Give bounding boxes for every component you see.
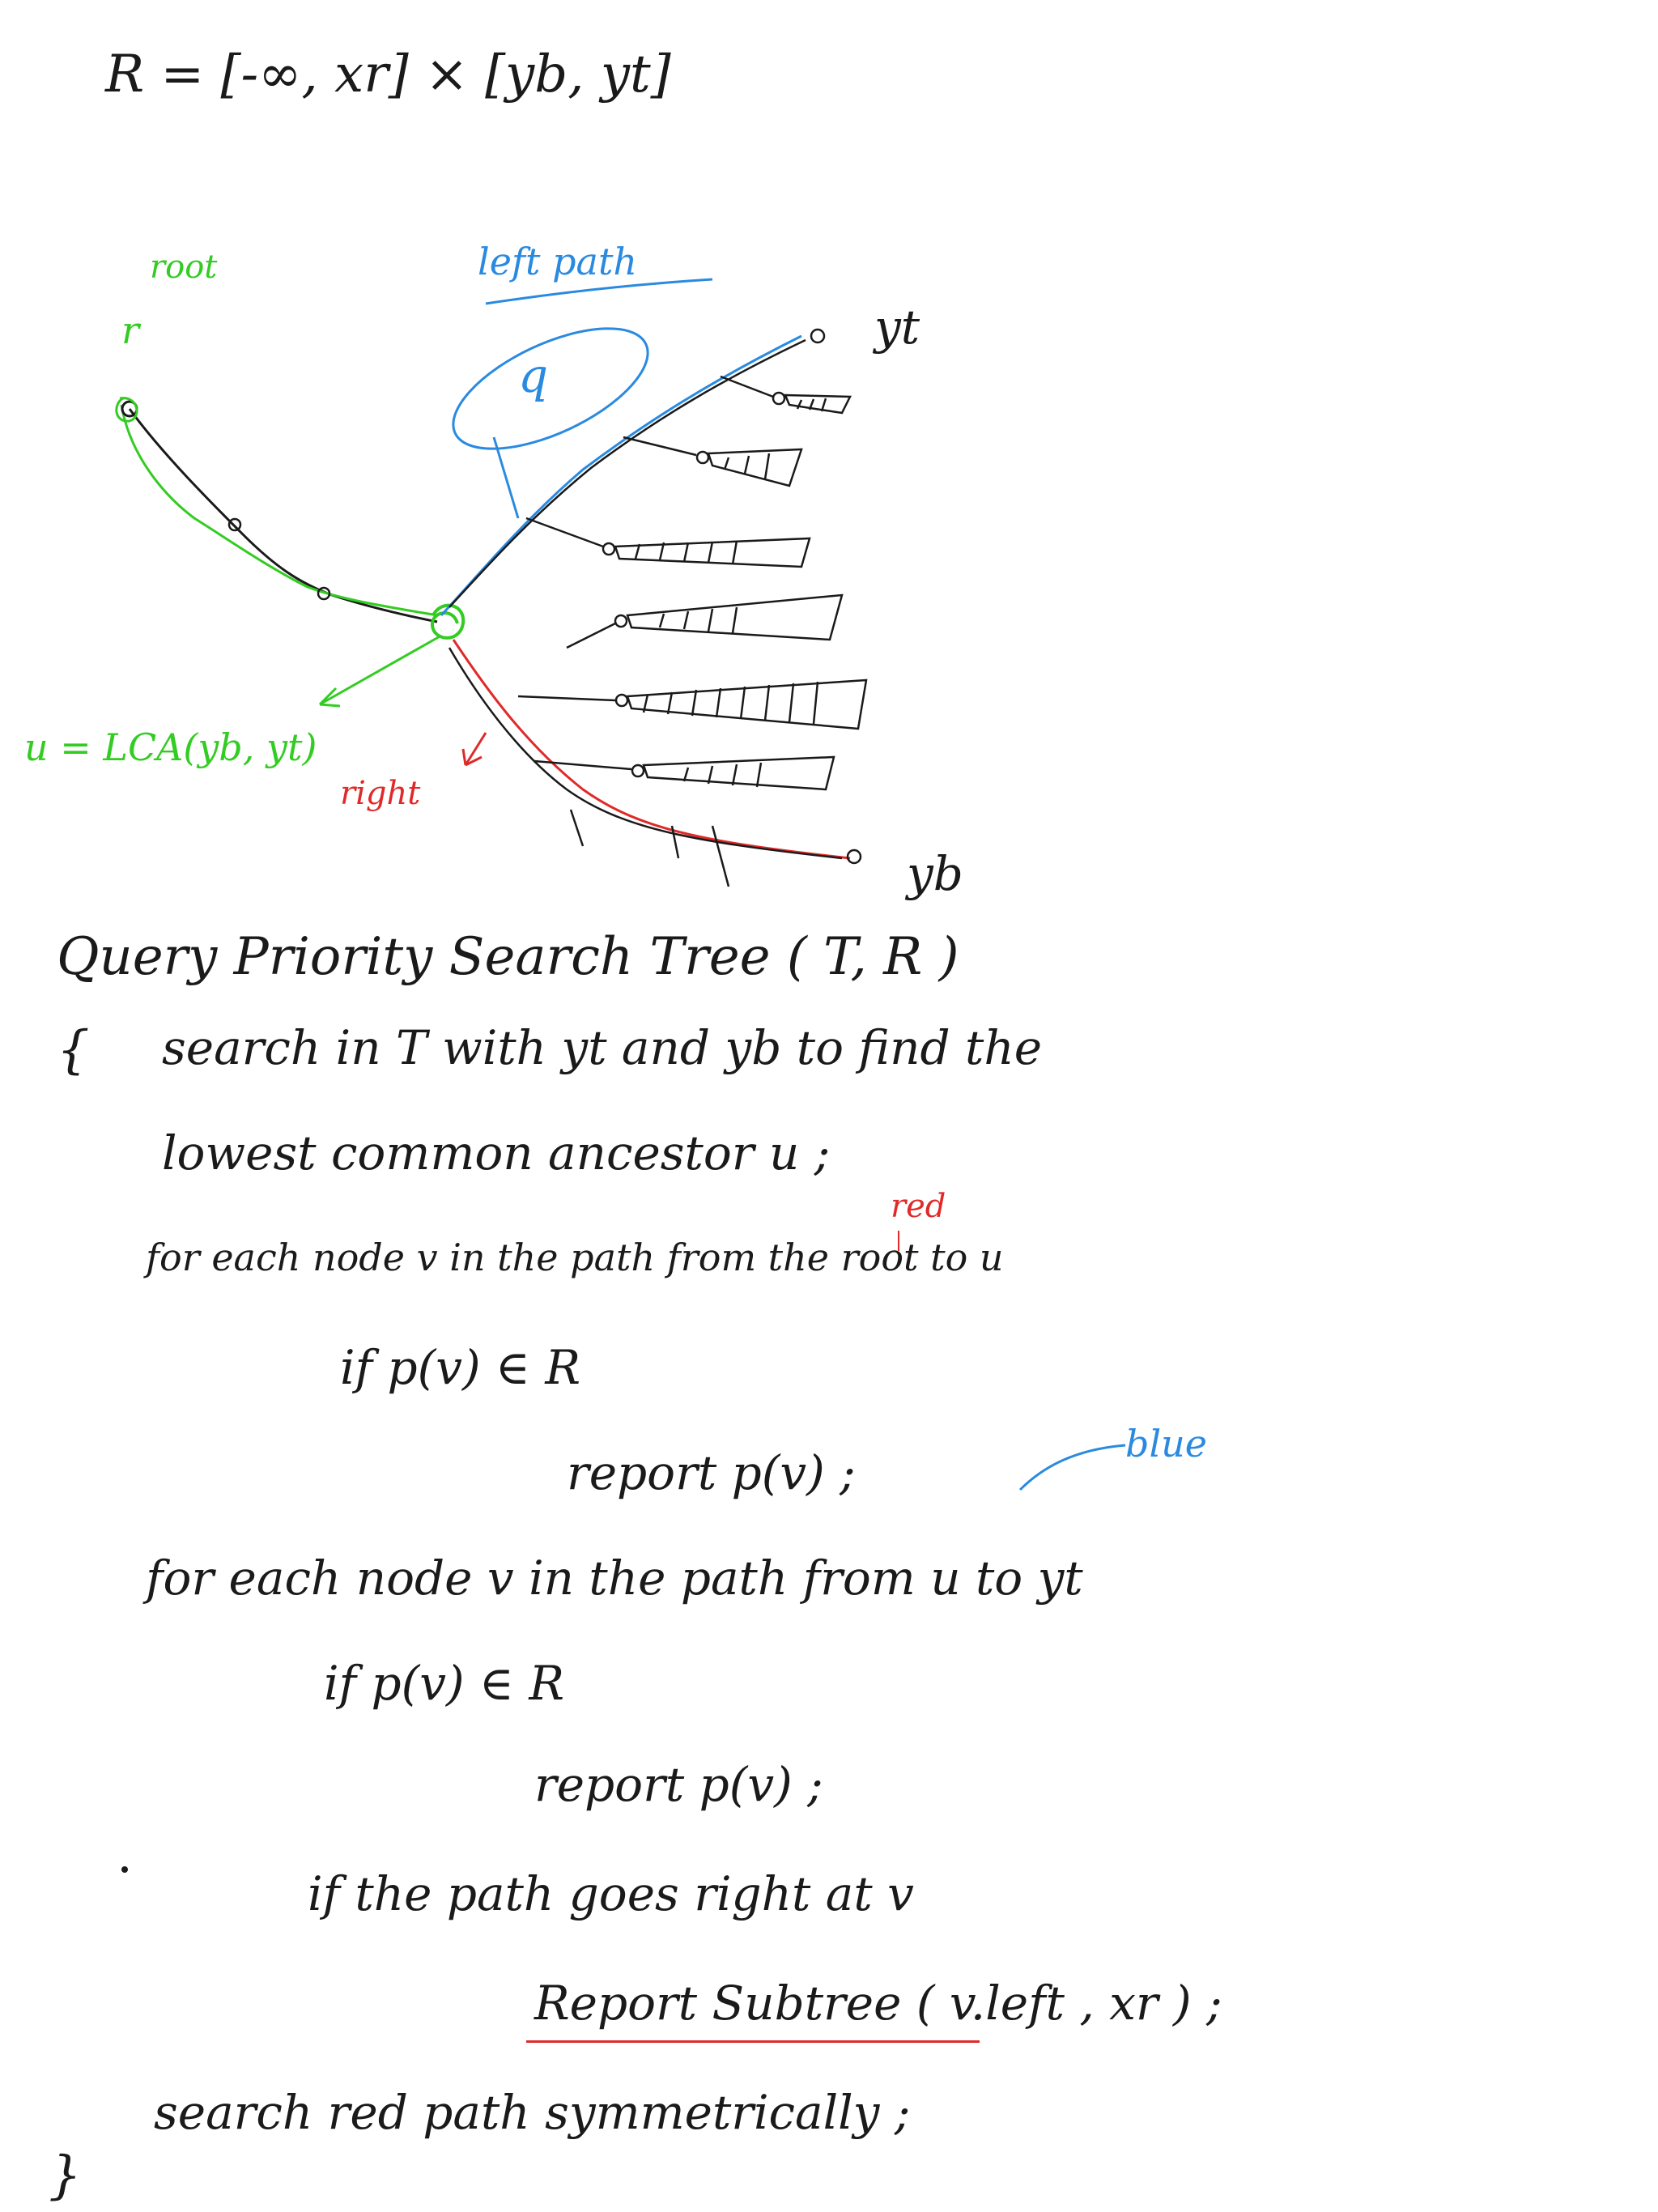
code-line-3: for each node v in the path from the roo… (146, 1236, 1004, 1279)
yt-leaf-node (810, 328, 826, 344)
right-label: right (340, 775, 421, 812)
black-path-to-yt (449, 338, 806, 608)
yb-leaf-node (846, 849, 862, 865)
root-green-scribble (115, 397, 138, 423)
path-node-2 (317, 586, 331, 601)
root-to-u-edge (128, 408, 438, 623)
code-line-5: report p(v) ; (567, 1445, 856, 1500)
open-brace: { (57, 1020, 90, 1080)
lca-arrow (318, 634, 442, 708)
yb-label: yb (907, 846, 963, 901)
code-line-10: Report Subtree ( v.left , xr ) ; (534, 1976, 1222, 2031)
green-root-path (120, 404, 438, 617)
black-path-to-yb (448, 647, 843, 860)
code-line-11: search red path symmetrically ; (154, 2085, 911, 2140)
report-subtree-underline (526, 2040, 980, 2043)
code-line-7: if p(v) ∈ R (324, 1656, 565, 1711)
range-definition: R = [-∞, xr] × [yb, yt] (105, 45, 671, 104)
code-line-6: for each node v in the path from u to yt (146, 1551, 1083, 1606)
blue-note: blue (1125, 1422, 1208, 1465)
root-label: root (150, 249, 218, 286)
red-path-to-yb (452, 639, 851, 860)
subtrees-lower (517, 593, 868, 887)
subtrees-upper (525, 375, 852, 568)
right-arrow (461, 732, 487, 767)
yt-label: yt (874, 300, 920, 355)
code-line-1: search in T with yt and yb to find the (162, 1020, 1043, 1075)
function-header: Query Priority Search Tree ( T, R ) (57, 927, 959, 987)
blue-path-to-yt (440, 334, 802, 617)
q-label: q (518, 348, 549, 403)
left-path-underline (485, 278, 713, 305)
q-ellipse (452, 327, 649, 450)
path-node-1 (227, 517, 242, 532)
code-line-9: if the path goes right at v (308, 1866, 914, 1921)
red-note: red (891, 1188, 946, 1225)
q-pointer (492, 436, 520, 519)
stray-dot (121, 1866, 128, 1873)
code-line-8: report p(v) ; (534, 1757, 823, 1812)
code-line-4: if p(v) ∈ R (340, 1340, 581, 1395)
lca-label: u = LCA(yb, yt) (24, 725, 317, 769)
left-path-label: left path (478, 240, 638, 283)
close-brace: } (49, 2146, 82, 2206)
code-line-2: lowest common ancestor u ; (162, 1125, 831, 1180)
root-var-label: r (121, 308, 139, 352)
